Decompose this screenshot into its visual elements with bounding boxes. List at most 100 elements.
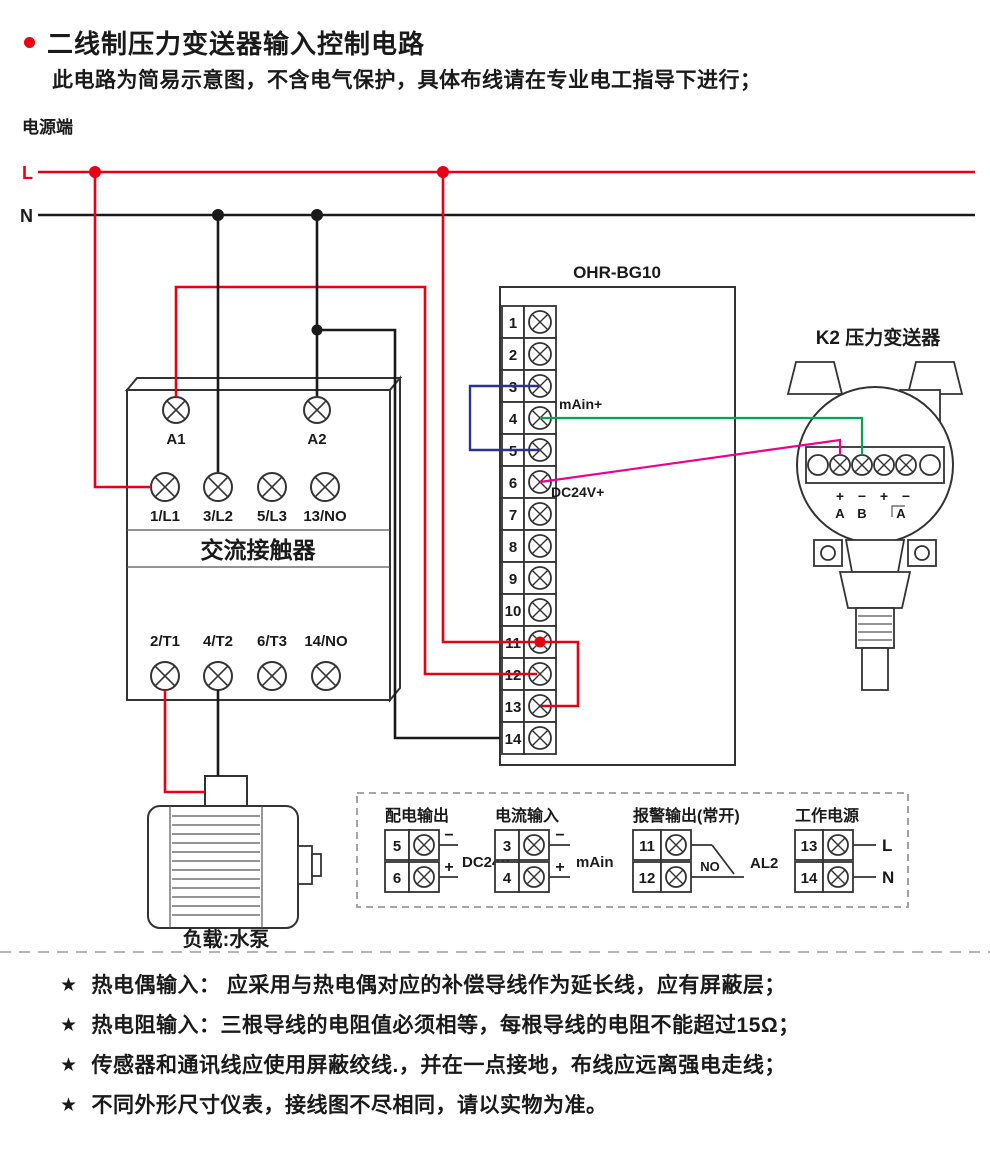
screw-icon xyxy=(851,454,873,476)
line-n-label: N xyxy=(882,868,894,887)
line-l-label: L xyxy=(882,836,892,855)
screw-icon xyxy=(829,454,851,476)
terminal-number: 6 xyxy=(509,475,517,492)
note-item: ★热电偶输入： 应采用与热电偶对应的补偿导线作为延长线，应有屏蔽层； xyxy=(0,972,990,1000)
wire-main-to-transmitter xyxy=(540,416,864,455)
page-header: 二线制压力变送器输入控制电路 xyxy=(24,24,425,61)
terminal-label: 6/T3 xyxy=(257,633,287,650)
terminal-number: 11 xyxy=(639,838,655,855)
screw-icon xyxy=(528,566,552,590)
screw-icon xyxy=(528,534,552,558)
water-pump-motor: 负载:水泵 xyxy=(147,775,322,951)
legend-group-title: 电流输入 xyxy=(495,806,559,825)
terminal-number: 14 xyxy=(801,870,818,887)
sign-label: + xyxy=(555,859,564,876)
terminal-number: 11 xyxy=(505,635,521,652)
screw-icon xyxy=(523,866,545,888)
note-text: 传感器和通讯线应使用屏蔽绞线.，并在一点接地，布线应远离强电走线； xyxy=(91,1054,786,1077)
wire-t1-to-motor xyxy=(163,690,205,794)
star-icon: ★ xyxy=(60,975,78,996)
terminal-label: 3/L2 xyxy=(203,508,233,525)
screw-icon xyxy=(162,396,190,424)
screw-icon xyxy=(528,310,552,334)
screw-icon xyxy=(257,661,287,691)
pressure-transmitter: K2 压力变送器 + − + − A B A xyxy=(786,326,964,691)
sign-label: − xyxy=(555,827,564,844)
note-text: 不同外形尺寸仪表，接线图不尽相同，请以实物为准。 xyxy=(91,1094,608,1117)
wire-l-to-contactor xyxy=(93,172,151,489)
transmitter-ear-right xyxy=(906,361,964,395)
page-title: 二线制压力变送器输入控制电路 xyxy=(47,29,426,59)
transmitter-tip xyxy=(861,647,889,691)
wire-a1-to-terminal12 xyxy=(174,285,537,676)
contactor-input-terminals: 1/L1 3/L2 5/L3 13/NO xyxy=(150,472,347,525)
junction-dot xyxy=(311,324,323,336)
legend-value-label: mAin xyxy=(576,854,614,871)
legend-panel: 配电输出 5 6 − + DC24V 电流输入 3 4 − + mAin xyxy=(356,792,909,908)
terminal-block-ohr-bg10: OHR-BG10 1 2 3 4 5 6 7 8 9 10 11 12 13 1… xyxy=(499,263,736,766)
terminal-label: 4/T2 xyxy=(203,633,233,650)
line-n-label: N xyxy=(20,206,33,226)
note-item: ★ 传感器和通讯线应使用屏蔽绞线.，并在一点接地，布线应远离强电走线； xyxy=(0,1052,990,1080)
terminal-label: 1/L1 xyxy=(150,508,180,525)
note-item: ★不同外形尺寸仪表，接线图不尽相同，请以实物为准。 xyxy=(0,1092,990,1120)
terminal-number: 8 xyxy=(509,539,517,556)
polarity-label: + xyxy=(880,488,888,504)
terminal-letter: A xyxy=(896,506,906,521)
terminal-number: 6 xyxy=(393,870,401,887)
contactor-body xyxy=(126,389,391,701)
screw-icon xyxy=(413,866,435,888)
ac-contactor: A1 A2 1/L1 3/L2 5/L3 13/NO 交流接触器 2/T1 4/… xyxy=(124,375,403,703)
wire-terminal11-to-13 xyxy=(540,640,580,708)
notes-section: ★热电偶输入： 应采用与热电偶对应的补偿导线作为延长线，应有屏蔽层； ★热电阻输… xyxy=(0,972,990,1132)
dc24v-plus-label: DC24V+ xyxy=(551,484,604,500)
screw-icon xyxy=(257,472,287,502)
polarity-label: − xyxy=(858,488,866,504)
junction-dot xyxy=(212,209,224,221)
screw-icon xyxy=(873,454,895,476)
terminal-number: 4 xyxy=(509,411,518,428)
screw-icon xyxy=(528,502,552,526)
junction-dot xyxy=(311,209,323,221)
line-l-label: L xyxy=(22,163,33,183)
terminal-strip: 1 2 3 4 5 6 7 8 9 10 11 12 13 14 xyxy=(501,305,557,755)
wires xyxy=(89,166,864,794)
legend-group-power-output: 配电输出 5 6 − + DC24V xyxy=(384,806,510,893)
no-contact-icon xyxy=(711,844,735,875)
wire-dc24v-to-transmitter xyxy=(539,438,842,484)
red-bullet-icon xyxy=(24,37,35,48)
screw-icon xyxy=(528,598,552,622)
strip-mount-icon xyxy=(807,454,829,476)
bracket-icon xyxy=(891,505,905,517)
bolt-icon xyxy=(914,545,930,561)
motor-shaft xyxy=(297,845,313,885)
strip-mount-icon xyxy=(919,454,941,476)
terminal-number: 14 xyxy=(505,731,522,748)
terminal-number: 3 xyxy=(503,838,511,855)
bolt-icon xyxy=(820,545,836,561)
transmitter-title: K2 压力变送器 xyxy=(816,326,942,349)
no-label: NO xyxy=(700,859,720,874)
screw-icon xyxy=(311,661,341,691)
terminal-number: 5 xyxy=(393,838,401,855)
star-icon: ★ xyxy=(60,1055,78,1076)
terminal-number: 10 xyxy=(505,603,522,620)
polarity-label: − xyxy=(902,488,910,504)
screw-icon xyxy=(528,342,552,366)
screw-icon xyxy=(528,726,552,750)
contactor-output-terminals: 2/T1 4/T2 6/T3 14/NO xyxy=(150,633,348,691)
contactor-name: 交流接触器 xyxy=(201,537,317,563)
transmitter-ear-left xyxy=(786,361,844,395)
legend-group-current-input: 电流输入 3 4 − + mAin xyxy=(494,806,614,893)
sign-label: + xyxy=(444,859,453,876)
motor-terminal-box xyxy=(204,775,248,809)
star-icon: ★ xyxy=(60,1015,78,1036)
legend-value-label: AL2 xyxy=(750,855,778,872)
coil-a1-label: A1 xyxy=(166,431,185,448)
terminal-label: 2/T1 xyxy=(150,633,180,650)
terminal-number: 4 xyxy=(503,870,512,887)
polarity-label: + xyxy=(836,488,844,504)
motor-shaft-end xyxy=(311,853,322,877)
power-rails: 电源端 L N xyxy=(20,117,975,226)
terminal-number: 1 xyxy=(509,315,517,332)
